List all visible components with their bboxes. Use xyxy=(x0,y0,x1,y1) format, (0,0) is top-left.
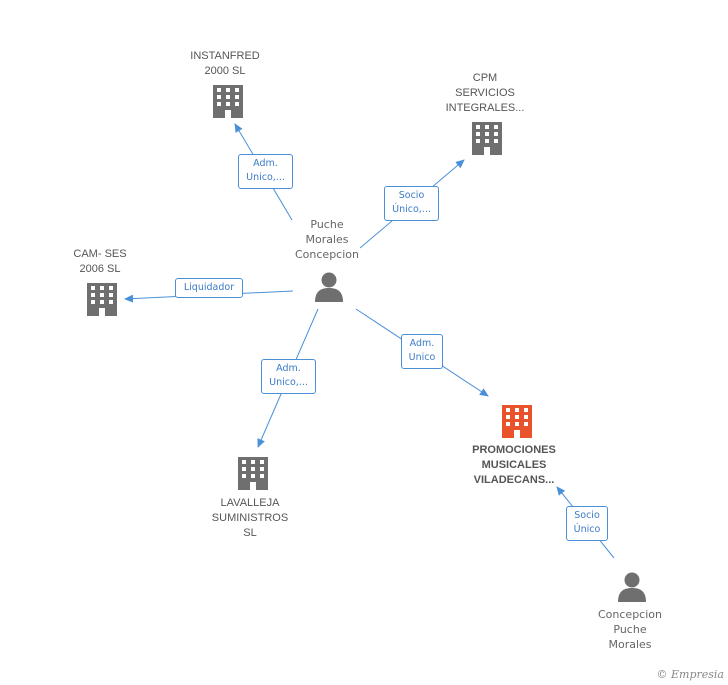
edge-label-to-promociones: Adm. Unico xyxy=(401,334,443,369)
building-icon-promociones[interactable] xyxy=(502,405,532,438)
edge-label-to-cam-ses: Liquidador xyxy=(175,278,243,298)
node-label-cam-ses[interactable]: CAM- SES 2006 SL xyxy=(73,248,127,275)
brand-name: Empresia xyxy=(671,668,724,681)
edge-label-to-instanfred: Adm. Unico,... xyxy=(238,154,293,189)
edge-label-to-cpm: Socio Único,... xyxy=(384,186,439,221)
node-label-lavalleja[interactable]: LAVALLEJA SUMINISTROS SL xyxy=(211,497,289,539)
node-label-instanfred[interactable]: INSTANFRED 2000 SL xyxy=(190,50,260,77)
building-icon-cam-ses[interactable] xyxy=(87,283,117,316)
person-icon-concepcion[interactable] xyxy=(618,572,646,603)
node-label-concepcion[interactable]: Concepcion Puche Morales xyxy=(598,608,662,651)
edge-label-concepcion-to-promociones: Socio Único xyxy=(566,506,608,541)
node-label-center-person[interactable]: Puche Morales Concepcion xyxy=(295,218,359,261)
building-icon-cpm[interactable] xyxy=(472,122,502,155)
person-icon-center[interactable] xyxy=(315,272,343,303)
building-icon-lavalleja[interactable] xyxy=(238,457,268,490)
edge-label-to-lavalleja: Adm. Unico,... xyxy=(261,359,316,394)
copyright-icon: © xyxy=(656,668,668,681)
node-label-promociones[interactable]: PROMOCIONES MUSICALES VILADECANS... xyxy=(472,444,556,486)
empresia-logo: © Empresia xyxy=(657,668,725,681)
building-icon-instanfred[interactable] xyxy=(213,85,243,118)
node-label-cpm[interactable]: CPM SERVICIOS INTEGRALES... xyxy=(445,72,525,114)
